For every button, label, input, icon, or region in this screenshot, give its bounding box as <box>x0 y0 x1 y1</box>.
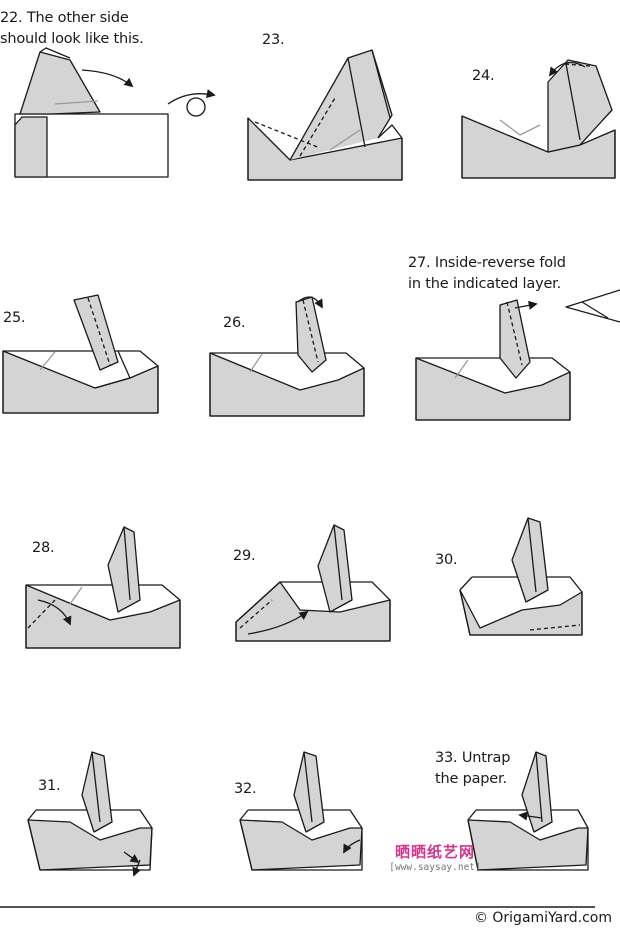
step-27-label: 27. Inside-reverse fold in the indicated… <box>408 255 566 292</box>
copyright-text: © OrigamiYard.com <box>473 910 612 926</box>
step-29-figure <box>235 524 391 642</box>
step-33-label: 33. Untrap the paper. <box>435 750 511 787</box>
step-23-label: 23. <box>262 32 285 48</box>
step-26-label: 26. <box>223 315 246 331</box>
step-22-label: 22. The other side should look like this… <box>0 10 144 47</box>
step-22-figure <box>14 47 216 178</box>
watermark: 晒晒纸艺网 [www.saysay.net] <box>380 842 490 874</box>
step-26-figure <box>209 296 365 417</box>
step-28-figure <box>25 526 181 649</box>
step-25-figure <box>2 294 159 414</box>
step-32-label: 32. <box>234 781 257 797</box>
watermark-chinese: 晒晒纸艺网 <box>394 843 475 861</box>
watermark-url: [www.saysay.net] <box>389 862 481 873</box>
step-24-label: 24. <box>472 68 495 84</box>
step-31-label: 31. <box>38 778 61 794</box>
step-30-label: 30. <box>435 552 458 568</box>
step-25-label: 25. <box>3 310 26 326</box>
step-28-label: 28. <box>32 540 55 556</box>
step-29-label: 29. <box>233 548 256 564</box>
step-33-figure <box>467 751 589 871</box>
step-31-figure <box>27 751 153 877</box>
step-23-figure <box>247 49 403 181</box>
step-32-figure <box>239 751 363 871</box>
step-30-figure <box>459 517 583 636</box>
footer-divider <box>0 906 595 908</box>
step-27-figure <box>415 289 620 421</box>
step-24-figure <box>461 59 616 179</box>
